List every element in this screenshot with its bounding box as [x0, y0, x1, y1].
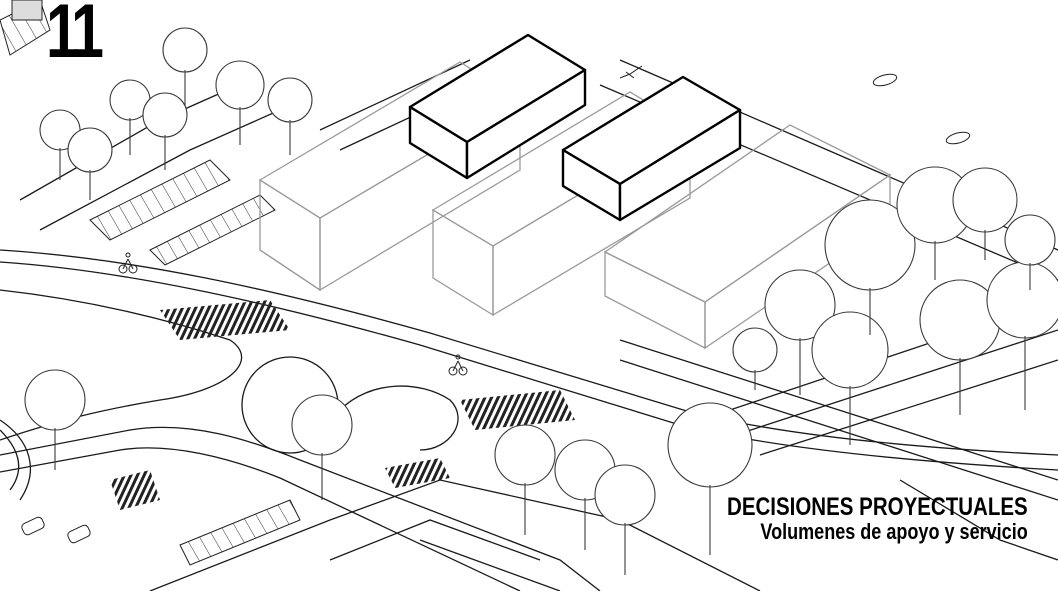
car-icon: [67, 524, 91, 544]
boat-icon: [945, 131, 971, 145]
cyclist-icon: [448, 354, 468, 376]
sheet-title: DECISIONES PROYECTUALES: [727, 493, 1028, 521]
car-icon: [21, 516, 45, 536]
bird-icon: [619, 65, 643, 79]
sheet-number: 11: [46, 0, 104, 74]
inset-thumbnail: [11, 0, 43, 21]
caption-block: DECISIONES PROYECTUALES Volumenes de apo…: [661, 493, 1028, 545]
cyclist-icon: [118, 252, 138, 274]
support-service-volumes: [408, 33, 742, 222]
crosswalks: [110, 300, 575, 510]
existing-volumes: [258, 61, 892, 350]
figures: [11, 0, 971, 544]
boat-icon: [872, 73, 898, 87]
sheet-subtitle: Volumenes de apoyo y servicio: [760, 519, 1028, 545]
trees: [24, 27, 1058, 575]
